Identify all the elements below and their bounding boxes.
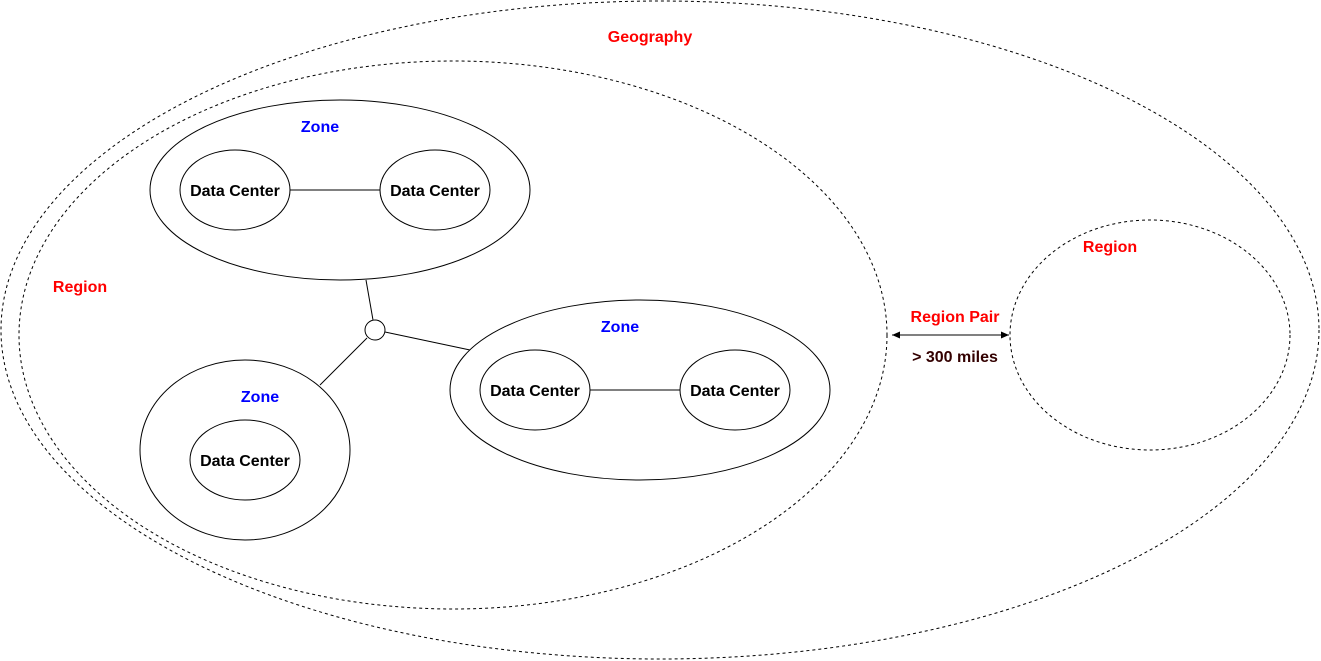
zone-label: Zone bbox=[241, 389, 279, 406]
zone-right: Zone Data Center Data Center bbox=[449, 299, 831, 481]
region-pair-distance: > 300 miles bbox=[912, 349, 998, 366]
geography-label: Geography bbox=[608, 29, 693, 46]
zone-label: Zone bbox=[301, 119, 339, 136]
zone-top: Zone Data Center Data Center bbox=[149, 99, 531, 281]
zone-boundary bbox=[449, 299, 831, 481]
data-center-label: Data Center bbox=[490, 383, 580, 400]
data-center bbox=[379, 149, 491, 231]
zone-boundary bbox=[139, 359, 351, 541]
hub-link-zone-bottom-left bbox=[319, 337, 368, 386]
paired-region-label: Region bbox=[1083, 239, 1137, 256]
data-center-label: Data Center bbox=[690, 383, 780, 400]
data-center bbox=[679, 349, 791, 431]
region-label: Region bbox=[53, 279, 107, 296]
zone-label: Zone bbox=[601, 319, 639, 336]
hub-link-zone-right bbox=[384, 331, 471, 351]
data-center bbox=[479, 349, 591, 431]
data-center-label: Data Center bbox=[390, 183, 480, 200]
region-boundary bbox=[18, 60, 888, 610]
zone-boundary bbox=[149, 99, 531, 281]
hub-node bbox=[364, 319, 386, 341]
paired-region-boundary bbox=[1009, 219, 1291, 451]
data-center bbox=[189, 419, 301, 501]
hub-link-zone-top bbox=[365, 279, 374, 321]
zone-bottom-left: Zone Data Center bbox=[139, 359, 351, 541]
region-pair-label: Region Pair bbox=[911, 309, 1000, 326]
data-center-label: Data Center bbox=[190, 183, 280, 200]
data-center-label: Data Center bbox=[200, 453, 290, 470]
data-center bbox=[179, 149, 291, 231]
